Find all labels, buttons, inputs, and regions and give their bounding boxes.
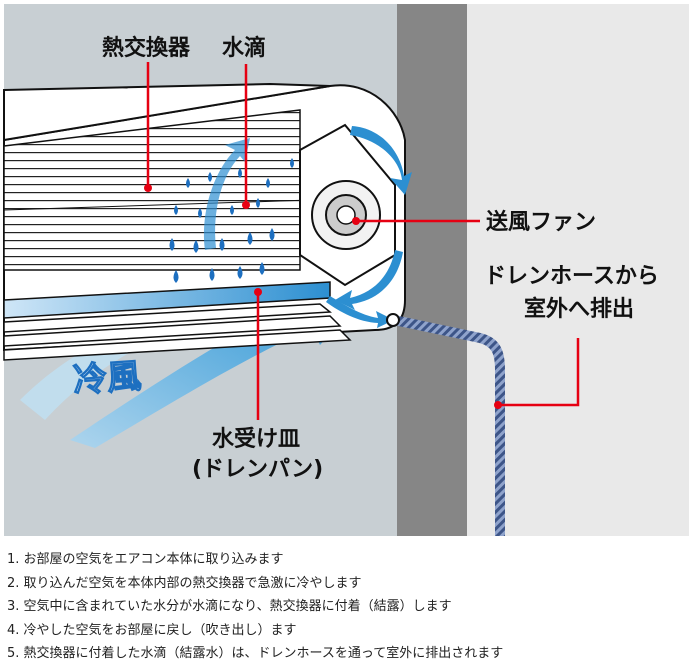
step-item: 4. 冷やした空気をお部屋に戻し（吹き出し）ます bbox=[7, 622, 297, 638]
leader-lines bbox=[146, 62, 580, 420]
label-drain-hose-line1: ドレンホースから bbox=[484, 264, 659, 289]
louvers bbox=[3, 303, 352, 361]
label-heat-exchanger: 熱交換器 bbox=[102, 35, 191, 61]
step-item: 5. 熱交換器に付着した水滴（結露水）は、ドレンホースを通って室外に排出されます bbox=[7, 646, 504, 662]
fan-airflow-arrow-bottom bbox=[335, 250, 403, 310]
water-drops bbox=[169, 158, 294, 283]
leader-dots bbox=[144, 184, 502, 409]
label-cool-air: 冷風 bbox=[72, 356, 143, 401]
fan-airflow-arrow-top bbox=[350, 126, 412, 195]
label-drain-pan-line2: (ドレンパン) bbox=[192, 457, 323, 482]
cool-air-arrow-tail bbox=[20, 300, 240, 420]
ac-unit-top bbox=[3, 82, 331, 142]
drain-outlet bbox=[386, 313, 400, 327]
steps-list: 1. お部屋の空気をエアコン本体に取り込みます 2. 取り込んだ空気を本体内部の… bbox=[7, 548, 687, 666]
label-drain-hose-line2: 室外へ排出 bbox=[524, 296, 634, 322]
label-fan: 送風ファン bbox=[486, 209, 596, 235]
label-water-drops: 水滴 bbox=[222, 35, 266, 61]
step-item: 3. 空気中に含まれていた水分が水滴になり、熱交換器に付着（結露）します bbox=[7, 599, 452, 615]
label-drain-pan-line1: 水受け皿 bbox=[212, 426, 300, 452]
step-item: 2. 取り込んだ空気を本体内部の熱交換器で急激に冷やします bbox=[7, 575, 362, 591]
drain-hose bbox=[392, 315, 505, 536]
wall-section bbox=[397, 4, 467, 536]
air-conditioner-diagram: 熱交換器 水滴 送風ファン ドレンホースから 室外へ排出 水受け皿 (ドレンパン… bbox=[3, 4, 689, 536]
step-item: 1. お部屋の空気をエアコン本体に取り込みます bbox=[7, 552, 284, 567]
drain-flow-arrow bbox=[326, 296, 394, 328]
fan-assembly bbox=[299, 123, 396, 287]
